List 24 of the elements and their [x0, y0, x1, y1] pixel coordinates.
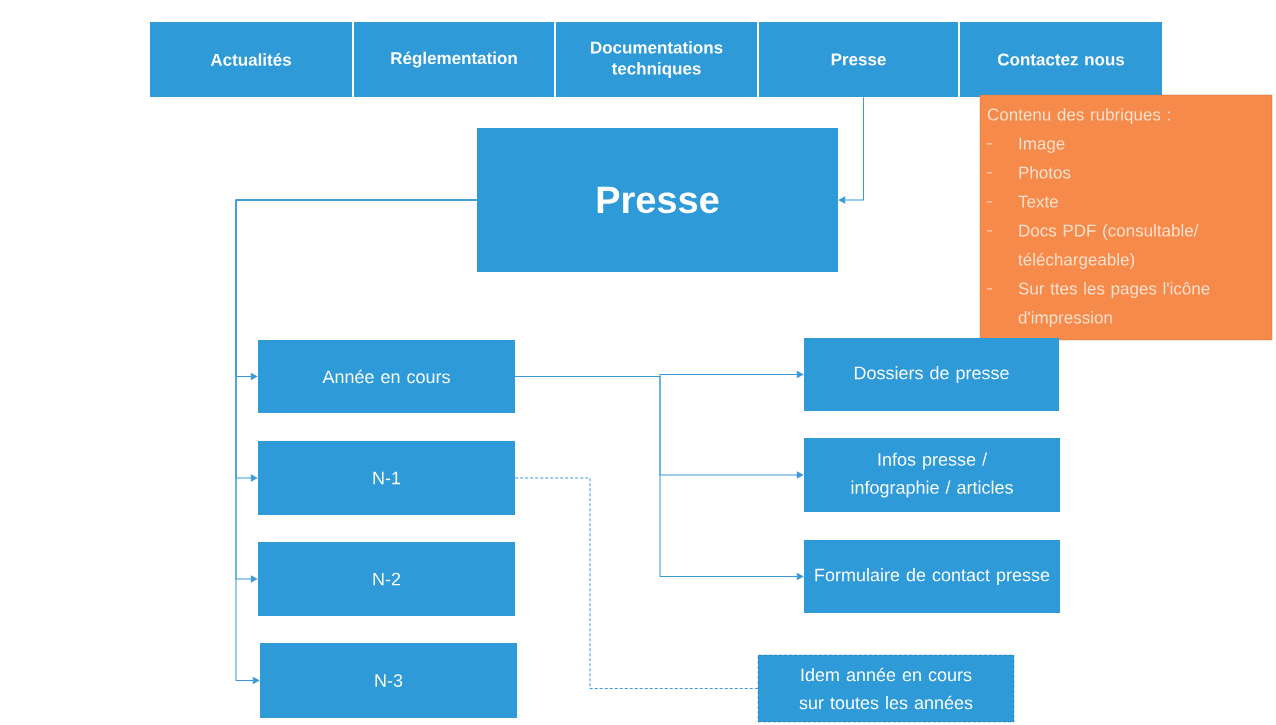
node-label: Réglementation	[391, 51, 517, 68]
arrow	[838, 96, 864, 204]
page-box: Dossiers de presse	[804, 338, 1059, 411]
menu-tab: Documentations techniques	[556, 22, 757, 97]
menu-tab: Contactez nous	[960, 22, 1162, 97]
page-box: Formulaire de contact presse	[804, 540, 1060, 613]
arrow	[235, 199, 478, 684]
arrow	[514, 376, 804, 580]
page-box: Année en cours	[258, 340, 515, 413]
node-label: Contactez nous	[997, 53, 1125, 66]
node-label: Presse	[831, 53, 886, 66]
menu-tab: Presse	[759, 22, 958, 97]
note-box: Idem année en cours sur toutes les années	[757, 654, 1015, 723]
connector-line	[514, 477, 759, 689]
note-box: Contenu des rubriques : Image Photos Texte Docs PDF (consultable/ téléchargeable) Sur ttes les pages l'icône d'impression	[979, 94, 1273, 341]
menu-tab: Actualités	[150, 22, 352, 97]
page-box: N-1	[258, 441, 515, 515]
page-box: N-2	[258, 542, 515, 616]
node-label: Documentations techniques	[591, 41, 723, 78]
section-box: Presse	[477, 128, 838, 272]
page-box: Infos presse / infographie / articles	[804, 438, 1060, 512]
page-box: N-3	[260, 643, 517, 718]
node-label: Actualités	[210, 53, 291, 66]
menu-tab: Réglementation	[354, 22, 554, 97]
